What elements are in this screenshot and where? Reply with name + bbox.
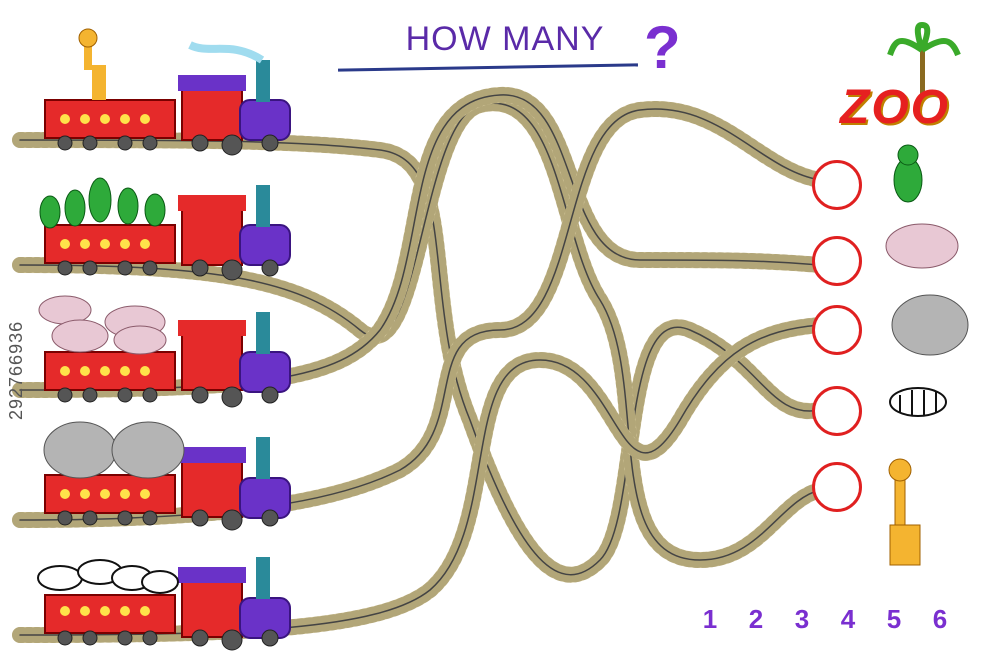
track-3: [12, 86, 828, 398]
train-4: [43, 421, 291, 531]
hippo-icon: [38, 295, 167, 355]
train-3: [38, 295, 291, 408]
answer-circle-hippo[interactable]: [812, 236, 862, 286]
answer-number-row: 1 2 3 4 5 6: [690, 604, 960, 635]
answer-number[interactable]: 3: [794, 604, 810, 634]
track-2: [12, 95, 828, 569]
answer-number[interactable]: 2: [748, 604, 764, 634]
answer-number[interactable]: 5: [886, 604, 902, 634]
answer-number[interactable]: 1: [702, 604, 718, 634]
giraffe-icon: [78, 28, 106, 100]
track-5: [12, 317, 828, 643]
answer-circle-giraffe[interactable]: [812, 462, 862, 512]
zebra-icon: [37, 559, 179, 594]
track-1: [12, 132, 828, 583]
train-1: [44, 28, 291, 156]
cab: [181, 89, 243, 141]
zoo-giraffe-icon: [888, 458, 921, 566]
question-mark: ?: [644, 14, 681, 81]
train-5: [37, 557, 291, 651]
crocodile-icon: [39, 177, 166, 229]
cab-roof: [178, 75, 246, 91]
answer-number[interactable]: 4: [840, 604, 856, 634]
answer-circle-elephant[interactable]: [812, 305, 862, 355]
answer-circle-crocodile[interactable]: [812, 160, 862, 210]
zoo-crocodile-icon: [893, 144, 923, 203]
zoo-hippo-icon: [885, 223, 959, 269]
zoo-label: ZOO: [840, 81, 950, 134]
page-title: HOW MANY: [405, 20, 605, 58]
steam: [188, 41, 265, 64]
chimney: [256, 60, 270, 102]
zoo-zebra-icon: [889, 387, 947, 417]
zoo-elephant-icon: [891, 294, 969, 356]
locomotive-boiler: [239, 99, 291, 141]
train-2: [39, 177, 291, 281]
stock-watermark: 292766936: [6, 320, 26, 420]
answer-circle-zebra[interactable]: [812, 386, 862, 436]
elephant-icon: [43, 421, 185, 479]
rail-tracks: [12, 86, 828, 643]
answer-number[interactable]: 6: [932, 604, 948, 634]
track-4: [12, 101, 828, 528]
palm-tree-icon: [887, 21, 961, 95]
